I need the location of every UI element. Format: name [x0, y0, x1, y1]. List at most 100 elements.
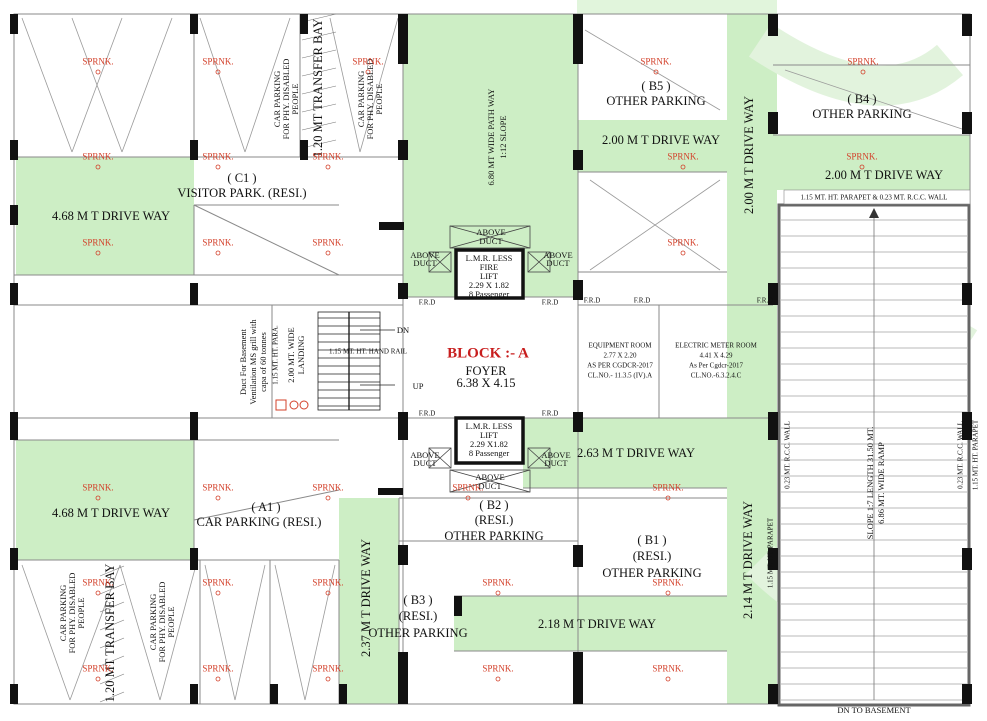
driveway-200-b5: 2.00 M T DRIVE WAY: [602, 132, 720, 147]
sprinkler-head-icon: [465, 495, 471, 501]
sprinkler-head-icon: [215, 590, 221, 596]
green-areas: [16, 0, 970, 704]
driveway-200-vertical: 2.00 M T DRIVE WAY: [741, 96, 756, 214]
ramp-drawing: [777, 189, 971, 707]
zone-b4-name: OTHER PARKING: [812, 106, 912, 121]
lift-bottom-l4: 8 Passenger: [468, 447, 510, 458]
above-duct-left-top-l2: DUCT: [413, 257, 437, 268]
above-duct-left-top-l1: ABOVE: [410, 249, 440, 260]
foyer-label: FOYER: [465, 363, 507, 378]
sprinkler-head-icon: [325, 495, 331, 501]
sprinkler-label: SPRNK.: [652, 577, 684, 588]
sprinkler-label: SPRNK.: [667, 151, 699, 162]
zone-a1-name: CAR PARKING (RESI.): [196, 514, 322, 529]
sprinkler-label: SPRNK.: [82, 151, 114, 162]
lift-top-l2: FIRE: [479, 261, 499, 272]
driveway-468-bottom-area: [16, 440, 194, 560]
sprinkler-label: SPRNK.: [847, 56, 879, 67]
above-duct-right-bottom-l1: ABOVE: [541, 449, 571, 460]
sprinkler-head-icon: [665, 495, 671, 501]
equipment-room-l2: 2.77 X 2.20: [603, 351, 637, 360]
stair-hand-rail: 1.15 MT. HT. HAND RAIL: [328, 347, 408, 356]
stair-landing-l2: LANDING: [295, 335, 306, 375]
zone-b1-sub: (RESI.): [632, 548, 672, 563]
sprinkler-head-icon: [325, 164, 331, 170]
above-duct-top-l1: ABOVE: [476, 226, 506, 237]
zone-b3-tag: ( B3 ): [403, 592, 433, 607]
frd-6: F.R.D: [418, 409, 436, 418]
lift-top-l3: LIFT: [480, 270, 498, 281]
driveway-218: 2.18 M T DRIVE WAY: [538, 616, 656, 631]
pathway-width: 6.80 MT WIDE PATH WAY: [485, 88, 496, 186]
zone-b1-name: OTHER PARKING: [602, 565, 702, 580]
frd-1: F.R.D: [418, 298, 436, 307]
sprinkler-head-icon: [325, 250, 331, 256]
sprinkler-head-icon: [215, 250, 221, 256]
stair-drawing: [317, 311, 395, 411]
frd-3: F.R.D: [583, 296, 601, 305]
zone-c1-tag: ( C1 ): [227, 170, 257, 185]
disabled-parking-top-left-l3: PEOPLE: [289, 83, 300, 115]
ramp-parapet-top: 1.15 MT. HT. PARAPET & 0.23 MT. R.C.C. W…: [800, 193, 948, 202]
driveway-237: 2.37 M T DRIVE WAY: [358, 539, 373, 657]
sprinkler-label: SPRNK.: [352, 56, 384, 67]
lift-bottom-l1: L.M.R. LESS: [465, 420, 513, 431]
driveway-200-b4: 2.00 M T DRIVE WAY: [825, 167, 943, 182]
stair-parapet: 1.15 MT. HT. PARA.: [271, 325, 280, 385]
sprinkler-label: SPRNK.: [312, 482, 344, 493]
sprinkler-head-icon: [325, 676, 331, 682]
equipment-room-l3: AS PER CGDCR-2017: [587, 361, 653, 370]
lift-top-l1: L.M.R. LESS: [465, 252, 513, 263]
equipment-room-l4: CL.NO.- 11.3.5 (IV).A: [587, 371, 653, 380]
driveway-218-area: [454, 596, 727, 651]
ramp-parapet-right: 1.15 MT. HT. PARAPET: [971, 419, 980, 491]
sprinkler-label: SPRNK.: [312, 663, 344, 674]
lift-bottom-l2: LIFT: [480, 429, 498, 440]
above-duct-left-bottom-l2: DUCT: [413, 457, 437, 468]
sprinkler-head-icon: [680, 164, 686, 170]
lift-shafts: [454, 248, 525, 465]
sprinkler-label: SPRNK.: [202, 56, 234, 67]
sprinkler-label: SPRNK.: [82, 237, 114, 248]
zone-b3-sub: (RESI.): [398, 608, 438, 623]
above-duct-right-top-l2: DUCT: [546, 257, 570, 268]
stair-up: UP: [412, 380, 424, 391]
driveway-468-top: 4.68 M T DRIVE WAY: [52, 208, 170, 223]
sprinkler-label: SPRNK.: [312, 577, 344, 588]
zone-b5-tag: ( B5 ): [641, 78, 671, 93]
equipment-room-l1: EQUIPMENT ROOM: [588, 341, 652, 350]
ducts: [428, 225, 551, 493]
vent-duct-l2: Ventilation MS grill with: [247, 319, 258, 405]
top-green-strip: [577, 0, 777, 14]
sprinkler-head-icon: [215, 676, 221, 682]
sprinkler-head-icon: [653, 69, 659, 75]
sprinkler-label: SPRNK.: [82, 577, 114, 588]
sprinkler-label: SPRNK.: [846, 151, 878, 162]
stair-landing-l1: 2.00 MT. WIDE: [285, 327, 296, 383]
transfer-bay-top: 1.20 MT TRANSFER BAY: [310, 18, 325, 158]
stair-dn: DN: [396, 324, 410, 335]
meter-room-l4: CL.NO.-6.3.2.4.C: [690, 371, 742, 380]
zone-b4-tag: ( B4 ): [847, 91, 877, 106]
vent-duct-l3: capa of 60 tonnes: [257, 332, 268, 392]
ramp-down-label: DN TO BASEMENT: [837, 704, 911, 715]
zone-b2-sub: (RESI.): [474, 512, 514, 527]
sprinkler-head-icon: [495, 590, 501, 596]
driveway-468-top-area: [16, 157, 194, 275]
sprinkler-label: SPRNK.: [82, 56, 114, 67]
above-duct-bottom-l2: DUCT: [478, 480, 502, 491]
ramp-slope-length: SLOPE 1:7 LENGTH 31.50 MT.: [864, 426, 875, 540]
sprinkler-label: SPRNK.: [202, 663, 234, 674]
foyer-size: 6.38 X 4.15: [456, 375, 516, 390]
sprinkler-label: SPRNK.: [452, 482, 484, 493]
sprinkler-head-icon: [665, 590, 671, 596]
zone-b1-tag: ( B1 ): [637, 532, 667, 547]
sprinkler-head-icon: [665, 676, 671, 682]
sprinkler-head-icon: [95, 69, 101, 75]
sprinkler-head-icon: [365, 69, 371, 75]
disabled-parking-bottom-right-l3: PEOPLE: [165, 606, 176, 638]
sprinkler-label: SPRNK.: [482, 663, 514, 674]
sprinkler-label: SPRNK.: [202, 237, 234, 248]
